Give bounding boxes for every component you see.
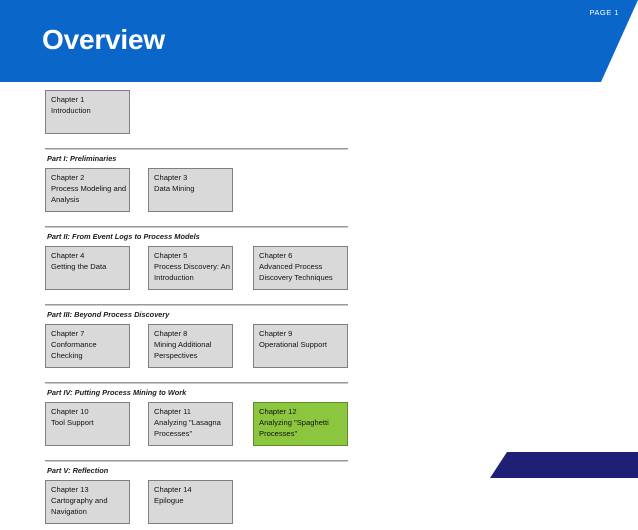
chapter-title-line: Analyzing "Spaghetti (259, 417, 329, 427)
row-spacer (45, 446, 350, 452)
chapter-number-label: Chapter 6 (259, 251, 293, 260)
part-label: Part I: Preliminaries (47, 154, 117, 163)
chapter-title-line: Introduction (154, 272, 194, 282)
chapter-title-line: Epilogue (154, 495, 184, 505)
row-spacer (45, 212, 350, 218)
slide-footer-banner (490, 452, 638, 478)
row-spacer (45, 368, 350, 374)
part-label: Part V: Reflection (47, 466, 109, 475)
chapter-number-label: Chapter 12 (259, 407, 297, 416)
row-spacer (45, 524, 350, 530)
chapter-title-line: Analysis (51, 194, 80, 204)
slide-header-banner (0, 0, 638, 82)
chapter-title-line: Analyzing "Lasagna (154, 417, 221, 427)
chapter-title-line: Mining Additional (154, 339, 212, 349)
chapter-number-label: Chapter 14 (154, 485, 192, 494)
section-divider (45, 304, 348, 306)
chapter-title-line: Process Modeling and (51, 183, 127, 193)
chapter-title-line: Processes" (154, 428, 193, 438)
chapter-title-line: Discovery Techniques (259, 272, 333, 282)
chapter-title-line: Perspectives (154, 350, 198, 360)
chapter-number-label: Chapter 2 (51, 173, 85, 182)
chapter-title-line: Cartography and (51, 495, 108, 505)
chapter-number-label: Chapter 9 (259, 329, 293, 338)
chapter-number-label: Chapter 3 (154, 173, 188, 182)
page-title: Overview (42, 24, 165, 55)
chapter-title-line: Advanced Process (259, 261, 323, 271)
chapter-number-label: Chapter 5 (154, 251, 188, 260)
chapter-number-label: Chapter 7 (51, 329, 85, 338)
section-divider (45, 460, 348, 462)
chapter-number-label: Chapter 10 (51, 407, 89, 416)
chapter-number-label: Chapter 8 (154, 329, 188, 338)
chapter-title-line: Introduction (51, 105, 91, 115)
section-divider (45, 382, 348, 384)
part-label: Part III: Beyond Process Discovery (47, 310, 170, 319)
row-spacer (45, 290, 350, 296)
section-divider (45, 226, 348, 228)
chapter-section: Part II: From Event Logs to Process Mode… (45, 226, 350, 296)
page-number-label: PAGE 1 (589, 8, 619, 17)
chapter-title-line: Checking (51, 350, 83, 360)
chapter-title-line: Conformance (51, 339, 97, 349)
chapter-title-line: Processes" (259, 428, 298, 438)
chapter-number-label: Chapter 13 (51, 485, 89, 494)
chapter-number-label: Chapter 1 (51, 95, 85, 104)
part-label: Part IV: Putting Process Mining to Work (47, 388, 187, 397)
part-label: Part II: From Event Logs to Process Mode… (47, 232, 200, 241)
section-divider (45, 148, 348, 150)
chapter-title-line: Operational Support (259, 339, 327, 349)
chapter-title-line: Data Mining (154, 183, 195, 193)
row-spacer (45, 134, 350, 140)
chapter-title-line: Navigation (51, 506, 87, 516)
chapter-number-label: Chapter 11 (154, 407, 192, 416)
chapter-number-label: Chapter 4 (51, 251, 85, 260)
chapter-title-line: Tool Support (51, 417, 94, 427)
chapter-title-line: Process Discovery: An (154, 261, 230, 271)
chapter-title-line: Getting the Data (51, 261, 107, 271)
